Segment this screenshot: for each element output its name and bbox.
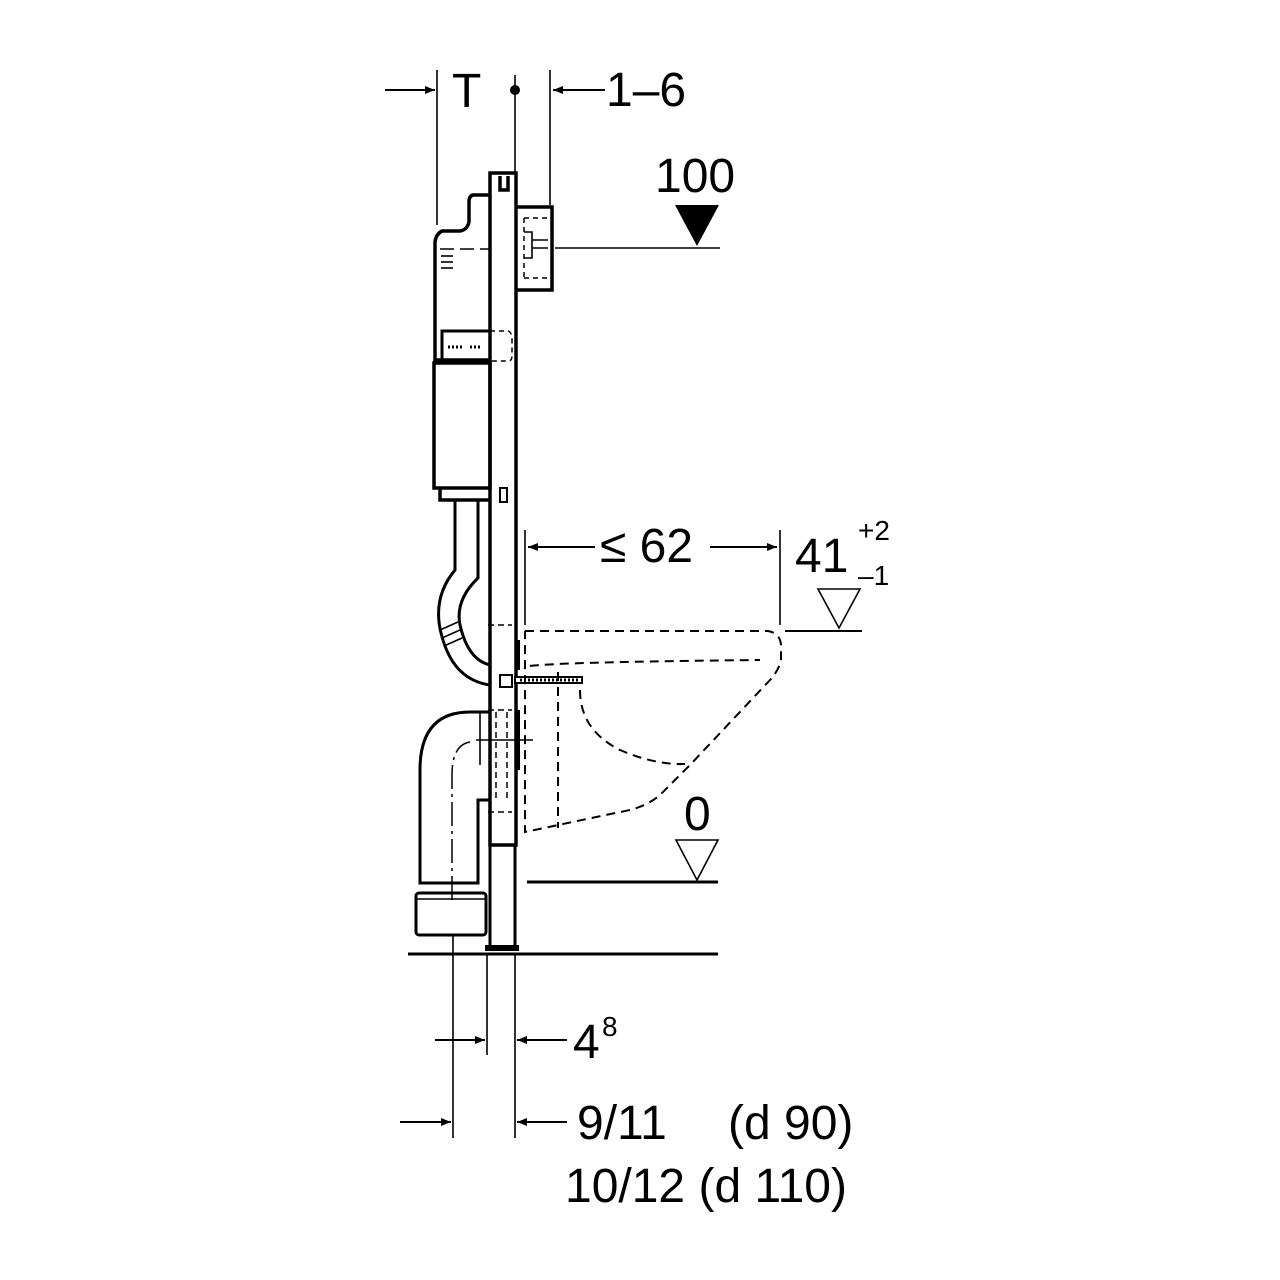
seat-tolerance-minus: –1 [858,560,889,591]
offset-label: 1–6 [606,64,686,117]
seat-height-marker: 41 +2 –1 [785,515,890,632]
drain-bend [414,624,533,951]
depth-dimension: T 1–6 [385,64,686,225]
frame-width-sup: 8 [602,1011,618,1042]
finished-floor-marker: 0 [527,788,720,884]
pipe-offset-90-label: 9/11 [577,1097,667,1150]
flush-pipe [437,500,491,687]
depth-label: T [452,65,481,118]
seat-height-label: 41 [795,530,848,583]
pipe-offset-110-label: 10/12 (d 110) [565,1160,847,1213]
bottom-dimensions: 4 8 9/11 (d 90) 10/12 (d 110) [400,935,853,1213]
open-triangle-icon [816,588,862,630]
actuator-height-label: 100 [655,150,735,203]
seat-tolerance-plus: +2 [858,515,890,546]
mounting-bolt [499,640,583,770]
projection-dimension: ≤ 62 [524,520,781,625]
actuator-height-marker: 100 [555,150,735,249]
installation-frame [432,171,554,847]
frame-width-label: 4 [573,1016,600,1069]
open-triangle-icon [674,839,720,882]
filled-triangle-icon [675,205,719,246]
projection-label: ≤ 62 [600,520,693,573]
pipe-d90-label: (d 90) [728,1097,853,1150]
wc-bowl-outline [524,630,782,834]
floor-level-label: 0 [684,788,711,841]
